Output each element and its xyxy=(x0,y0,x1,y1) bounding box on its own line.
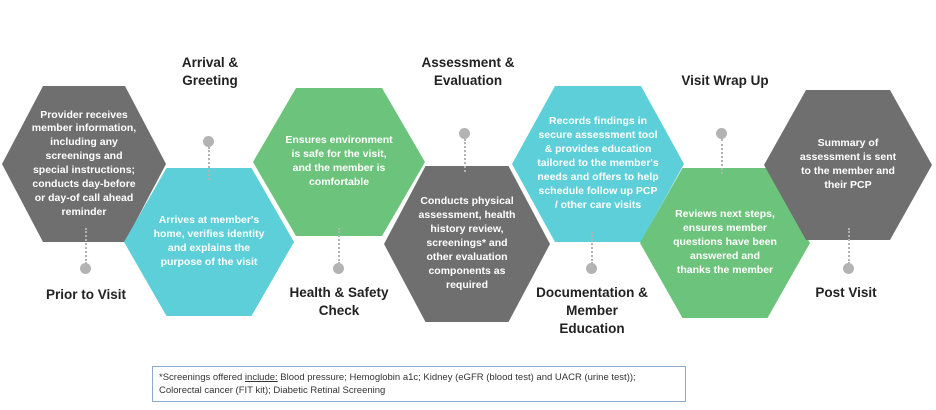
stage-title-line: Education xyxy=(559,321,625,337)
stage-title-line: Greeting xyxy=(182,73,238,89)
hex-description-line: or day-of call ahead xyxy=(34,191,134,204)
connector-assessment-evaluation xyxy=(459,128,470,172)
stage-title-lines: Visit Wrap Up xyxy=(660,72,790,90)
connector-documentation-education xyxy=(586,232,597,274)
hex-description-line: home, verifies identity xyxy=(153,228,265,241)
hex-description-line: history review, xyxy=(430,223,504,236)
hex-description-line: questions have been xyxy=(673,236,777,249)
hex-description-line: and the member is xyxy=(292,162,386,174)
stage-title-line: Prior to Visit xyxy=(45,287,127,302)
hex-description-line: needs and offers to help xyxy=(537,170,659,183)
hex-description-line: member information, xyxy=(31,122,137,135)
footnote-prefix: *Screenings offered xyxy=(159,372,245,383)
hex-description-line: required xyxy=(445,278,488,291)
hex-description-line: their PCP xyxy=(824,178,872,191)
hex-description-line: answered and xyxy=(689,249,761,262)
hex-description-line: assessment is sent xyxy=(799,151,897,164)
hex-description-line: and explains the xyxy=(167,242,251,254)
hex-description-line: other evaluation xyxy=(426,250,508,263)
stage-title-lines: Post Visit xyxy=(786,284,906,302)
stage-title-line: Visit Wrap Up xyxy=(681,73,769,88)
hex-description-line: tailored to the member's xyxy=(537,157,659,170)
connector-post-visit xyxy=(843,228,854,274)
stage-title-line: Post Visit xyxy=(815,285,877,300)
stage-title-line: Documentation & xyxy=(536,285,648,300)
hex-description-line: Arrives at member's xyxy=(158,214,260,227)
label-assessment-evaluation: Assessment & Evaluation xyxy=(398,54,538,90)
hex-description-line: conducts day-before xyxy=(32,177,136,190)
stage-title-line: Assessment & xyxy=(421,55,515,70)
hex-description-line: screenings* and xyxy=(426,237,508,250)
hex-description-line: Summary of xyxy=(817,137,879,150)
hex-description-line: is safe for the visit, xyxy=(291,148,387,161)
connector-health-safety-check xyxy=(333,228,344,274)
hex-description-line: Records findings in xyxy=(548,115,647,128)
hex-description-line: components as xyxy=(428,264,506,277)
hex-description-line: Ensures environment xyxy=(285,134,393,147)
stage-title-line: Evaluation xyxy=(433,73,503,89)
connector-arrival-greeting xyxy=(203,136,214,180)
hex-description-line: reminder xyxy=(61,205,107,218)
hex-description-line: purpose of the visit xyxy=(160,255,258,268)
label-prior-to-visit: Prior to Visit xyxy=(16,286,156,304)
label-arrival-greeting: Arrival & Greeting xyxy=(150,54,270,90)
stage-title-lines: Prior to Visit xyxy=(16,286,156,304)
screenings-footnote: *Screenings offered include: Blood press… xyxy=(152,366,686,402)
label-post-visit: Post Visit xyxy=(786,284,906,302)
hex-description-line: thanks the member xyxy=(676,263,774,276)
stage-title-line: Health & Safety xyxy=(289,285,389,300)
hex-description-line: special instructions; xyxy=(32,164,136,176)
footnote-include: include: xyxy=(244,372,278,383)
hex-description-line: & provides education xyxy=(544,143,652,156)
hex-description-line: screenings and xyxy=(45,150,123,163)
hex-description-line: including any xyxy=(50,136,118,149)
footnote-body: Blood pressure; Hemoglobin a1c; Kidney (… xyxy=(159,372,636,397)
hex-description-line: ensures member xyxy=(682,222,768,235)
hex-description-line: Conducts physical xyxy=(420,195,514,208)
hex-description-line: to the member and xyxy=(801,165,895,177)
hex-description-line: secure assessment tool xyxy=(538,129,658,142)
hex-description-line: Provider receives xyxy=(40,108,128,121)
stage-title-lines: Arrival & Greeting xyxy=(150,54,270,90)
stage-title-line: Arrival & xyxy=(181,55,239,70)
stage-title-lines: Assessment & Evaluation xyxy=(398,54,538,90)
stage-title-line: Check xyxy=(318,303,360,319)
hex-description-line: comfortable xyxy=(308,175,370,188)
label-visit-wrap-up: Visit Wrap Up xyxy=(660,72,790,90)
hex-description-line: Reviews next steps, xyxy=(675,208,775,221)
hex-description-line: assessment, health xyxy=(418,209,516,222)
hex-description-line: / other care visits xyxy=(554,198,642,211)
stage-title-line: Member xyxy=(566,303,618,319)
hex-description-line: schedule follow up PCP xyxy=(538,184,658,197)
connector-visit-wrap-up xyxy=(716,128,727,174)
connector-prior-to-visit xyxy=(80,228,91,274)
